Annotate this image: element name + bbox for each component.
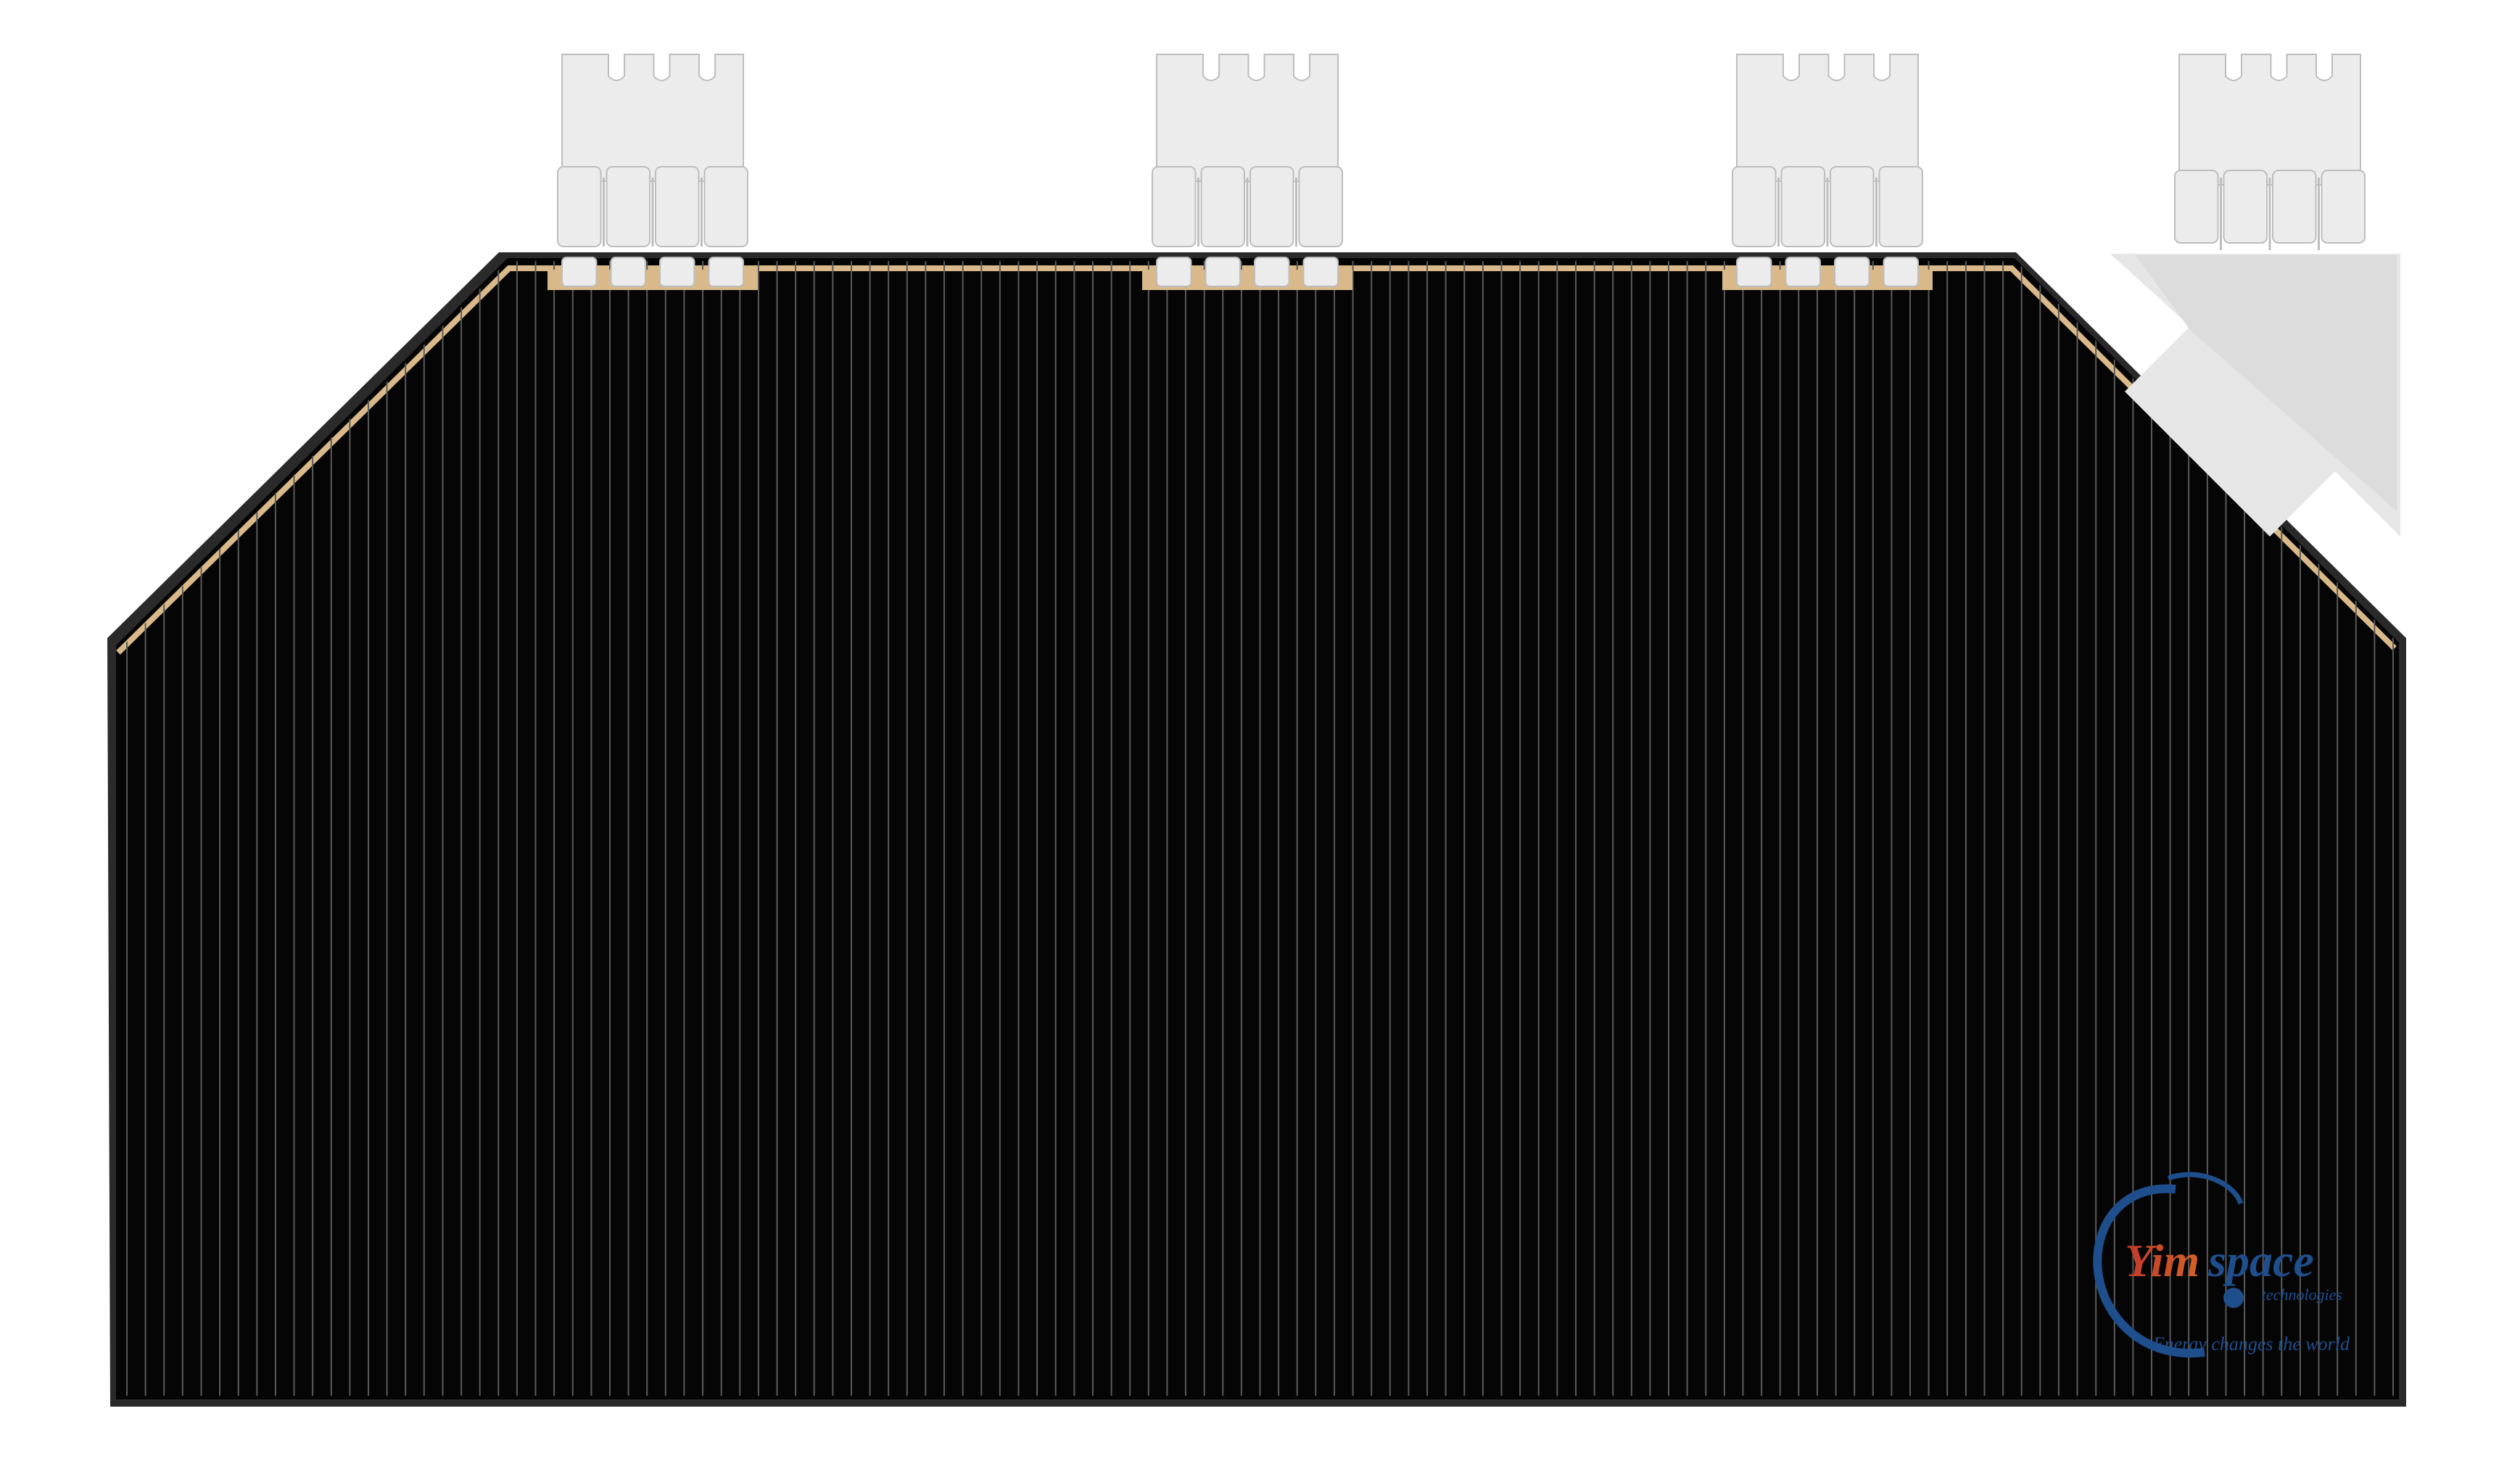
logo-tagline: Energy changes the world [2152, 1333, 2350, 1354]
interconnect-tab [548, 54, 758, 290]
interconnect-tab [2174, 54, 2366, 250]
logo-subtitle: technologies [2262, 1286, 2342, 1304]
detached-corner-piece [2110, 254, 2400, 537]
logo-brand-part2: space [2207, 1235, 2314, 1286]
logo-swirl-tail-icon [2167, 1172, 2244, 1205]
interconnect-tabs [548, 54, 2366, 290]
cell-stripes [126, 261, 2394, 1396]
interconnect-tab [1722, 54, 1933, 290]
panel-surface [116, 258, 2399, 1399]
solar-cell-panel [107, 252, 2406, 1407]
corner-cutout-inner [2136, 255, 2397, 511]
logo-globe-icon [2223, 1288, 2244, 1308]
logo-swirl-icon [2093, 1184, 2205, 1358]
interconnect-tab [1142, 54, 1352, 290]
logo-brand-part1: Yim [2125, 1235, 2199, 1286]
